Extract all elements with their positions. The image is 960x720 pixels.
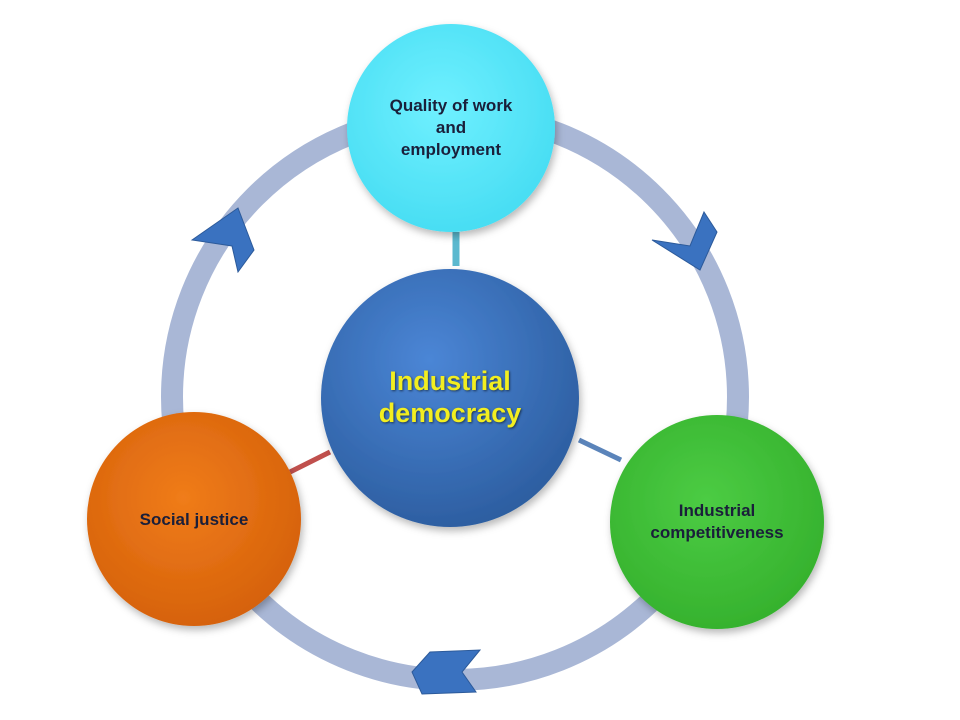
center-label-line: democracy	[378, 398, 522, 428]
node-left-circle	[87, 412, 301, 626]
arrow-icon	[651, 210, 718, 271]
node-top-label-line: Quality of work	[389, 95, 513, 115]
center-circle	[321, 269, 579, 527]
connector-right	[577, 437, 623, 463]
node-left-label: Social justice	[104, 500, 284, 540]
center-label-line: Industrial	[389, 366, 511, 397]
connector-left	[288, 449, 332, 475]
arrow-icon	[190, 207, 255, 274]
node-right-label-line: Industrial	[678, 500, 756, 520]
node-right-label: Industrial competitiveness	[622, 490, 812, 554]
node-top-label-line: employment	[400, 140, 502, 160]
node-right-circle	[610, 415, 824, 629]
center-label: Industrial democracy	[330, 330, 570, 466]
node-top-label: Quality of work and employment	[361, 80, 541, 176]
node-right-label-line: competitiveness	[650, 523, 784, 542]
node-top-label-line: and	[435, 117, 467, 137]
node-top-circle	[347, 24, 555, 232]
node-left-label-line: Social justice	[139, 509, 249, 529]
arrow-icon	[411, 649, 482, 695]
